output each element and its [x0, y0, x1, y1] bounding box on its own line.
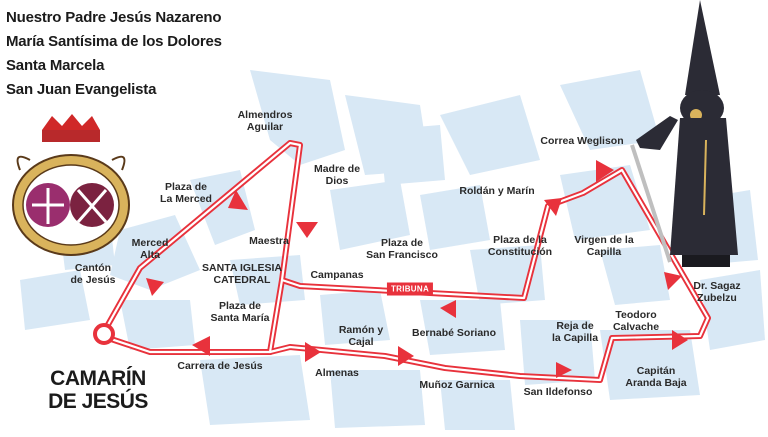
- arrow-roldan: [544, 198, 562, 216]
- street-label: Capitán Aranda Baja: [625, 365, 687, 389]
- title-line: San Juan Evangelista: [6, 81, 157, 98]
- street-label: Ramón y Cajal: [338, 324, 384, 348]
- arrow-capitan: [672, 330, 688, 350]
- street-label: Virgen de la Capilla: [574, 234, 634, 258]
- title-line: Nuestro Padre Jesús Nazareno: [6, 9, 222, 26]
- street-label: Plaza de Santa María: [210, 300, 270, 324]
- arrow-ramon: [305, 342, 321, 362]
- street-label: Almendros Aguilar: [237, 109, 293, 133]
- street-label: Correa Weglison: [540, 135, 624, 147]
- brotherhood-titles: Nuestro Padre Jesús Nazareno María Santí…: [6, 6, 222, 102]
- arrow-virgen: [596, 160, 614, 182]
- start-marker: [93, 323, 115, 345]
- street-label: Reja de la Capilla: [551, 320, 599, 344]
- arrow-san-ildefonso: [556, 362, 572, 378]
- tribuna-badge: TRIBUNA: [386, 282, 434, 296]
- origin-label: CAMARÍN DE JESÚS: [48, 367, 148, 413]
- direction-arrows: [146, 160, 688, 378]
- street-label: Teodoro Calvache: [612, 309, 660, 333]
- arrow-almenas: [398, 346, 414, 366]
- title-line: Santa Marcela: [6, 57, 105, 74]
- street-label: Madre de Dios: [313, 163, 361, 187]
- street-label: Plaza de la Constitución: [487, 234, 553, 258]
- street-label: Plaza de La Merced: [160, 181, 212, 205]
- arrow-madre-dios: [296, 222, 318, 238]
- street-label: Carrera de Jesús: [177, 360, 263, 372]
- arrow-canton: [146, 278, 164, 296]
- street-label: Cantón de Jesús: [70, 262, 116, 286]
- brotherhood-crest-icon: [12, 114, 130, 256]
- nazareno-figure-icon: [630, 0, 738, 267]
- arrow-carrera: [192, 336, 210, 356]
- title-line: María Santísima de los Dolores: [6, 33, 222, 50]
- street-label: Maestra: [249, 235, 289, 247]
- street-label: Almenas: [315, 367, 359, 379]
- street-label: Muñoz Garnica: [419, 379, 495, 391]
- street-label: Roldán y Marín: [459, 185, 535, 197]
- arrow-merced: [228, 190, 248, 210]
- arrow-bernabe: [440, 300, 456, 318]
- street-label: Campanas: [310, 269, 364, 281]
- street-label: Plaza de San Francisco: [366, 237, 438, 261]
- street-label: San Ildefonso: [523, 386, 593, 398]
- street-label: Bernabé Soriano: [411, 327, 497, 339]
- arrow-sagaz: [664, 272, 682, 290]
- cathedral-label: SANTA IGLESIA CATEDRAL: [202, 262, 282, 286]
- street-label: Dr. Sagaz Zubelzu: [693, 280, 741, 304]
- street-label: Merced Alta: [131, 237, 169, 261]
